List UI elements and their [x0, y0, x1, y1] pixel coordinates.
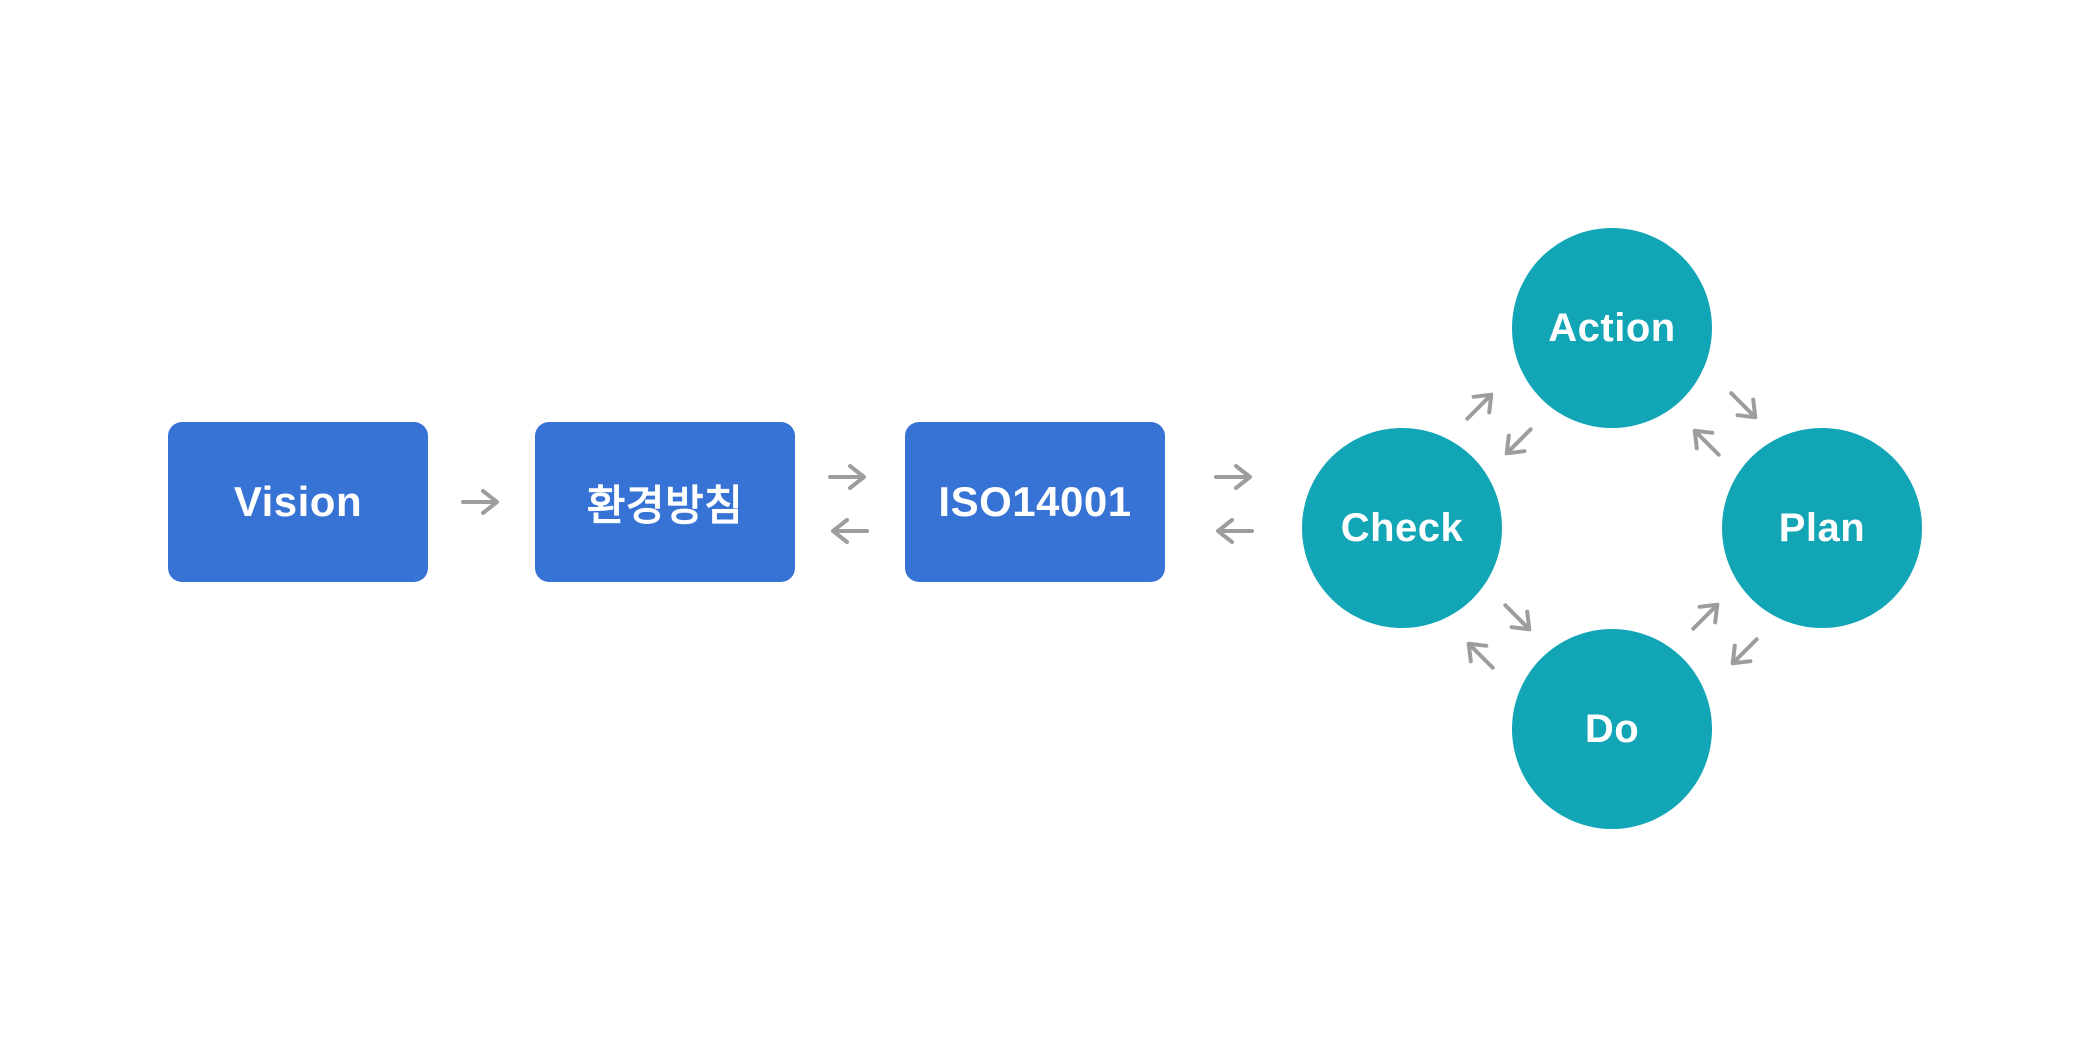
arrow-left-icon	[1214, 516, 1254, 546]
cycle-node-plan-label: Plan	[1778, 505, 1866, 550]
flow-box-vision-label: Vision	[233, 478, 363, 525]
flow-box-vision: Vision	[168, 422, 428, 582]
arrow-up-right-icon	[1455, 381, 1504, 430]
arrow-left-icon	[829, 516, 869, 546]
flow-box-iso14001-label: ISO14001	[938, 478, 1132, 525]
arrow-up-right-icon	[1681, 591, 1730, 640]
arrow-down-right-icon	[1719, 381, 1768, 430]
arrow-down-left-icon	[1719, 627, 1768, 676]
cycle-node-action: Action	[1512, 228, 1712, 428]
arrow-down-right-icon	[1493, 593, 1542, 642]
cycle-node-check: Check	[1302, 428, 1502, 628]
cycle-node-plan: Plan	[1722, 428, 1922, 628]
flow-box-iso14001: ISO14001	[905, 422, 1165, 582]
arrow-right-icon	[461, 487, 501, 517]
arrow-right-icon	[1214, 462, 1254, 492]
cycle-node-check-label: Check	[1340, 505, 1464, 550]
arrow-up-left-icon	[1681, 417, 1730, 466]
cycle-node-do: Do	[1512, 629, 1712, 829]
arrow-up-left-icon	[1455, 630, 1504, 679]
cycle-node-action-label: Action	[1548, 305, 1676, 350]
arrow-down-left-icon	[1493, 417, 1542, 466]
arrow-right-icon	[828, 462, 868, 492]
flow-box-environment-policy: 환경방침	[535, 422, 795, 582]
cycle-node-do-label: Do	[1584, 706, 1640, 751]
flow-box-environment-policy-label: 환경방침	[586, 481, 744, 529]
